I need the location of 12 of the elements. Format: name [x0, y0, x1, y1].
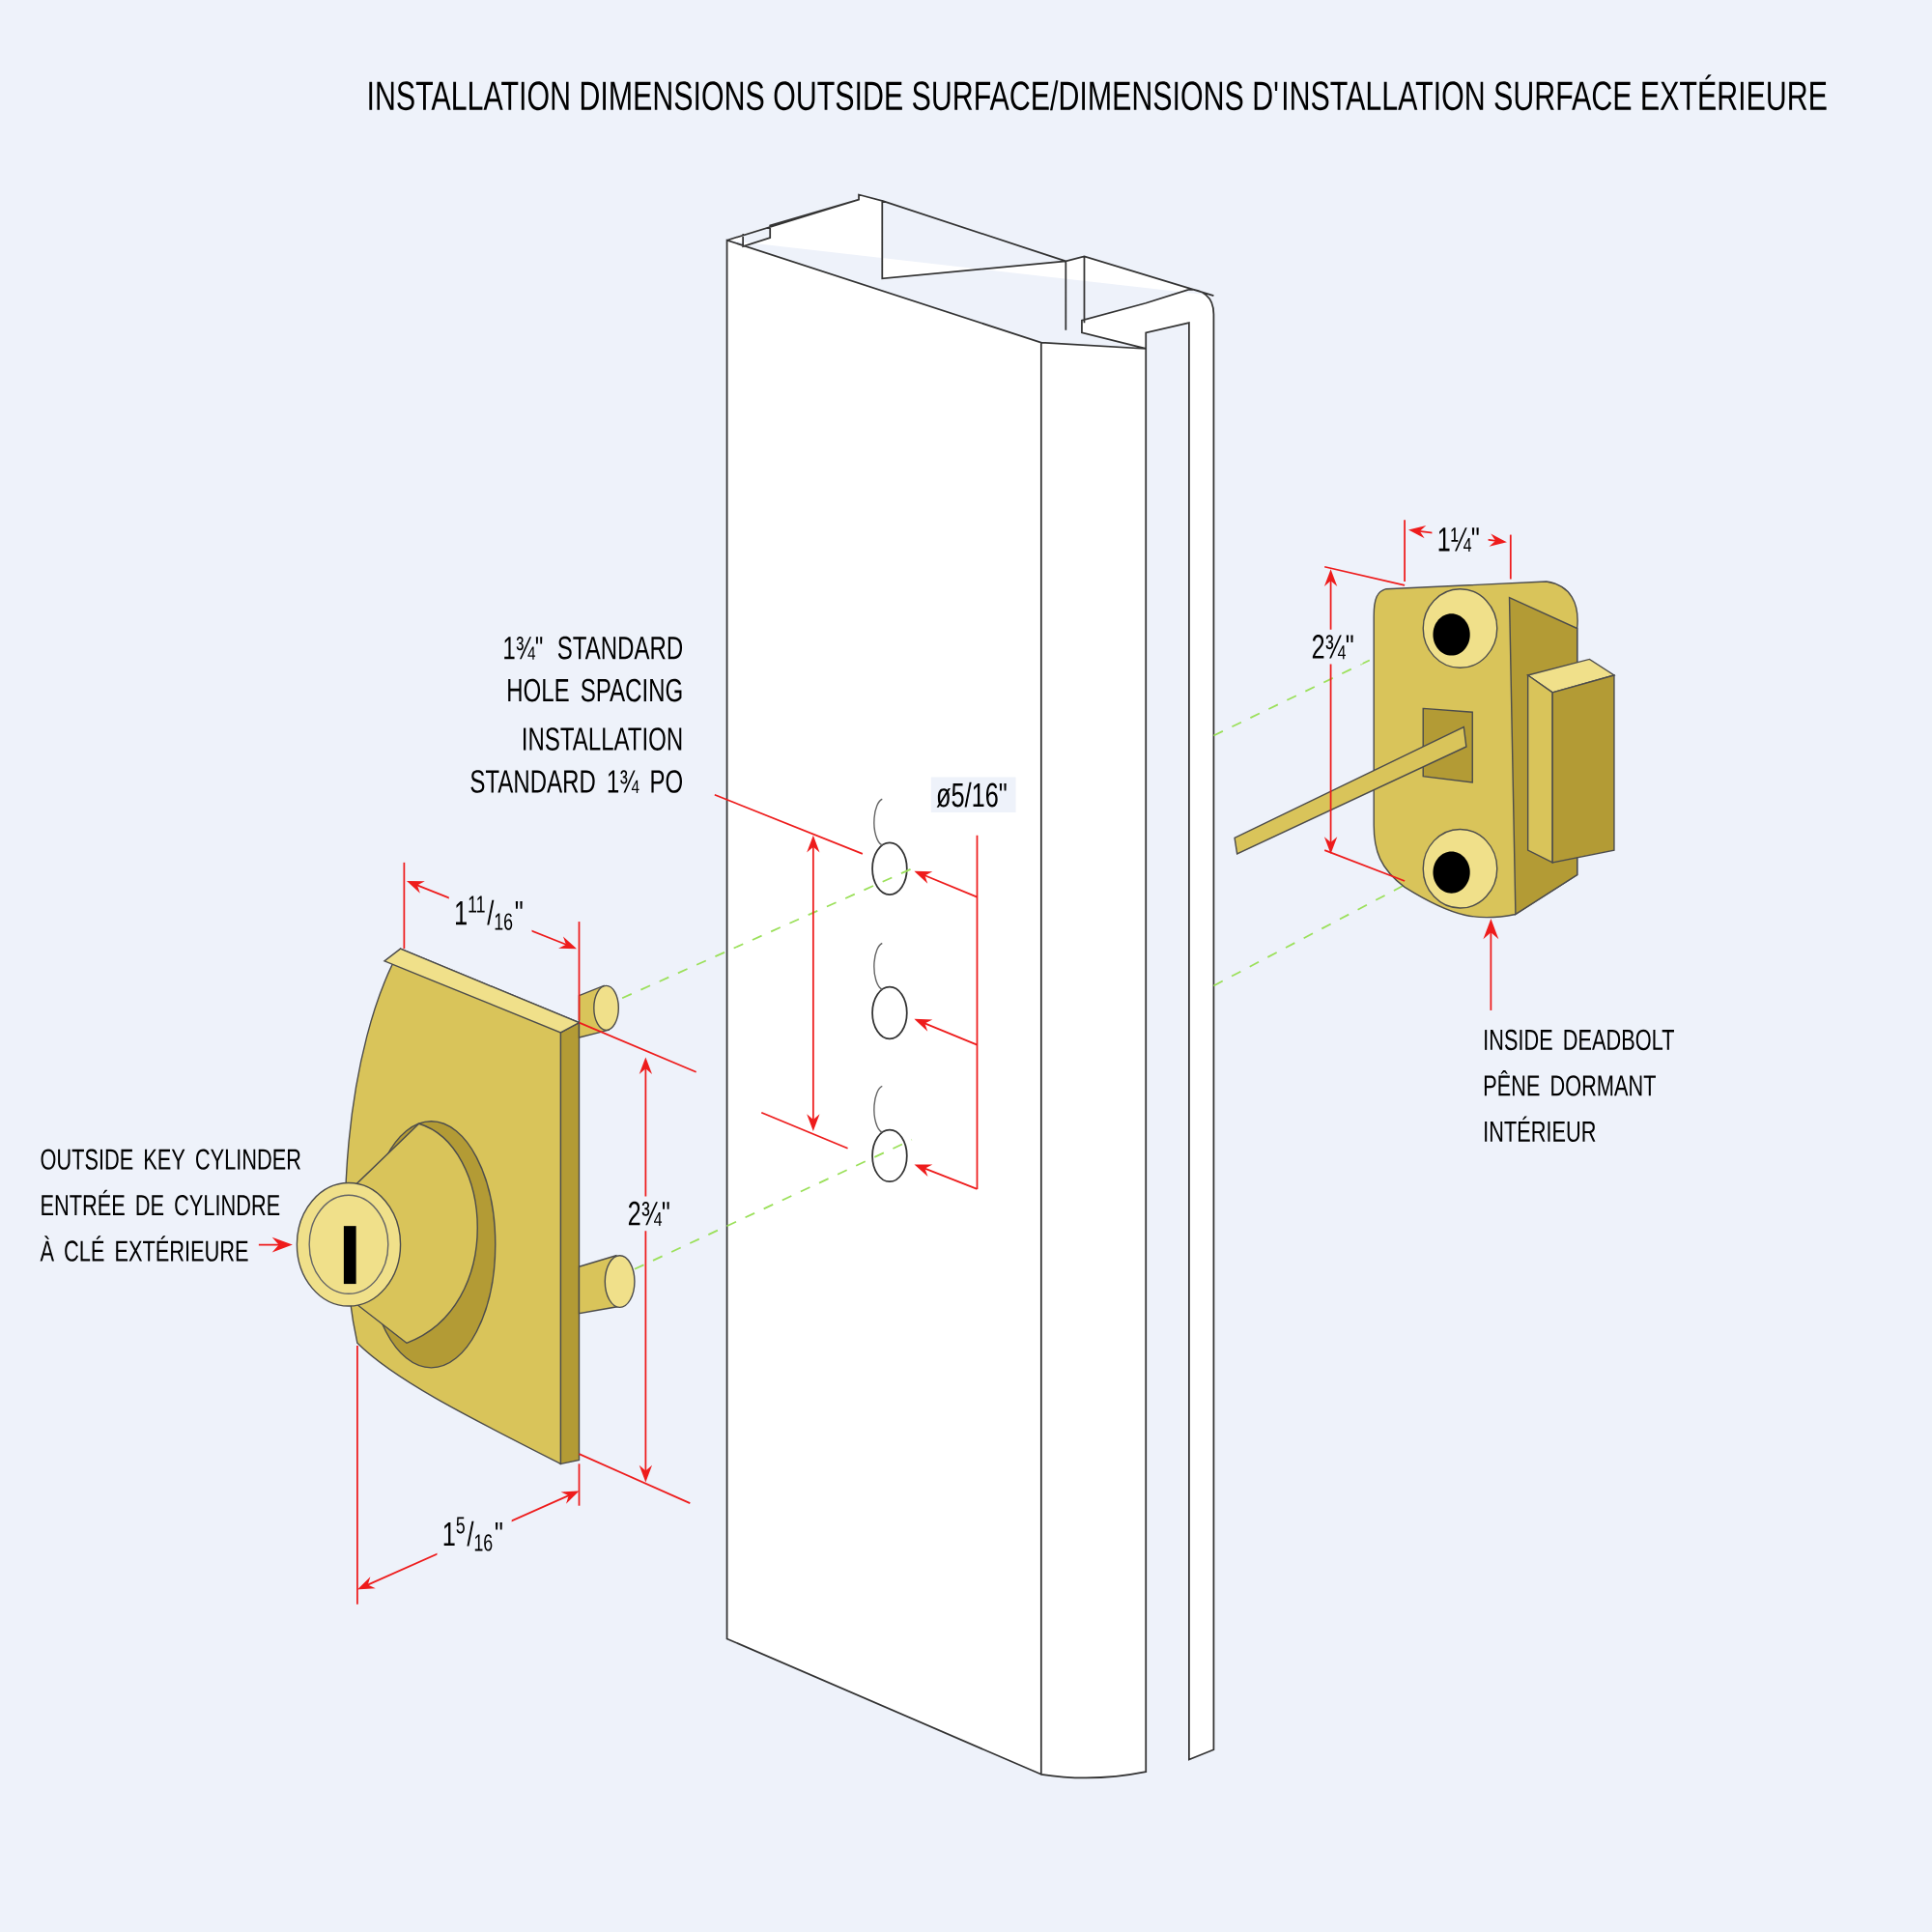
dimension-label: 2¾" [1306, 629, 1363, 665]
callout-text: OUTSIDE KEY CYLINDER ENTRÉE DE CYLINDRE À CLÉ EXTÉRIEURE [40, 1149, 300, 1262]
callout-text: INSIDE DEADBOLT PÊNE DORMANT INTÉRIEUR [1484, 1029, 1674, 1143]
deadbolt-drawing [1234, 581, 1616, 919]
dimension-label: ø5/16" [930, 777, 1016, 813]
dimension-label: 1$^{11}$/$_{16}$" [448, 891, 532, 936]
dimension-label: 1$^{5}$/$_{16}$" [437, 1512, 512, 1556]
dimension-note: INSTALLATION STANDARD 1¾ PO [470, 727, 682, 794]
dimension-label: 1¼" [1432, 523, 1489, 557]
dimension-label: 2¾" [622, 1196, 679, 1232]
title: INSTALLATION DIMENSIONS OUTSIDE SURFACE/DIMENSIONS D'INSTALLATION SURFACE EXTÉRIEURE [369, 74, 1827, 111]
dimension-note: 1¾" STANDARD HOLE SPACING [504, 636, 683, 702]
